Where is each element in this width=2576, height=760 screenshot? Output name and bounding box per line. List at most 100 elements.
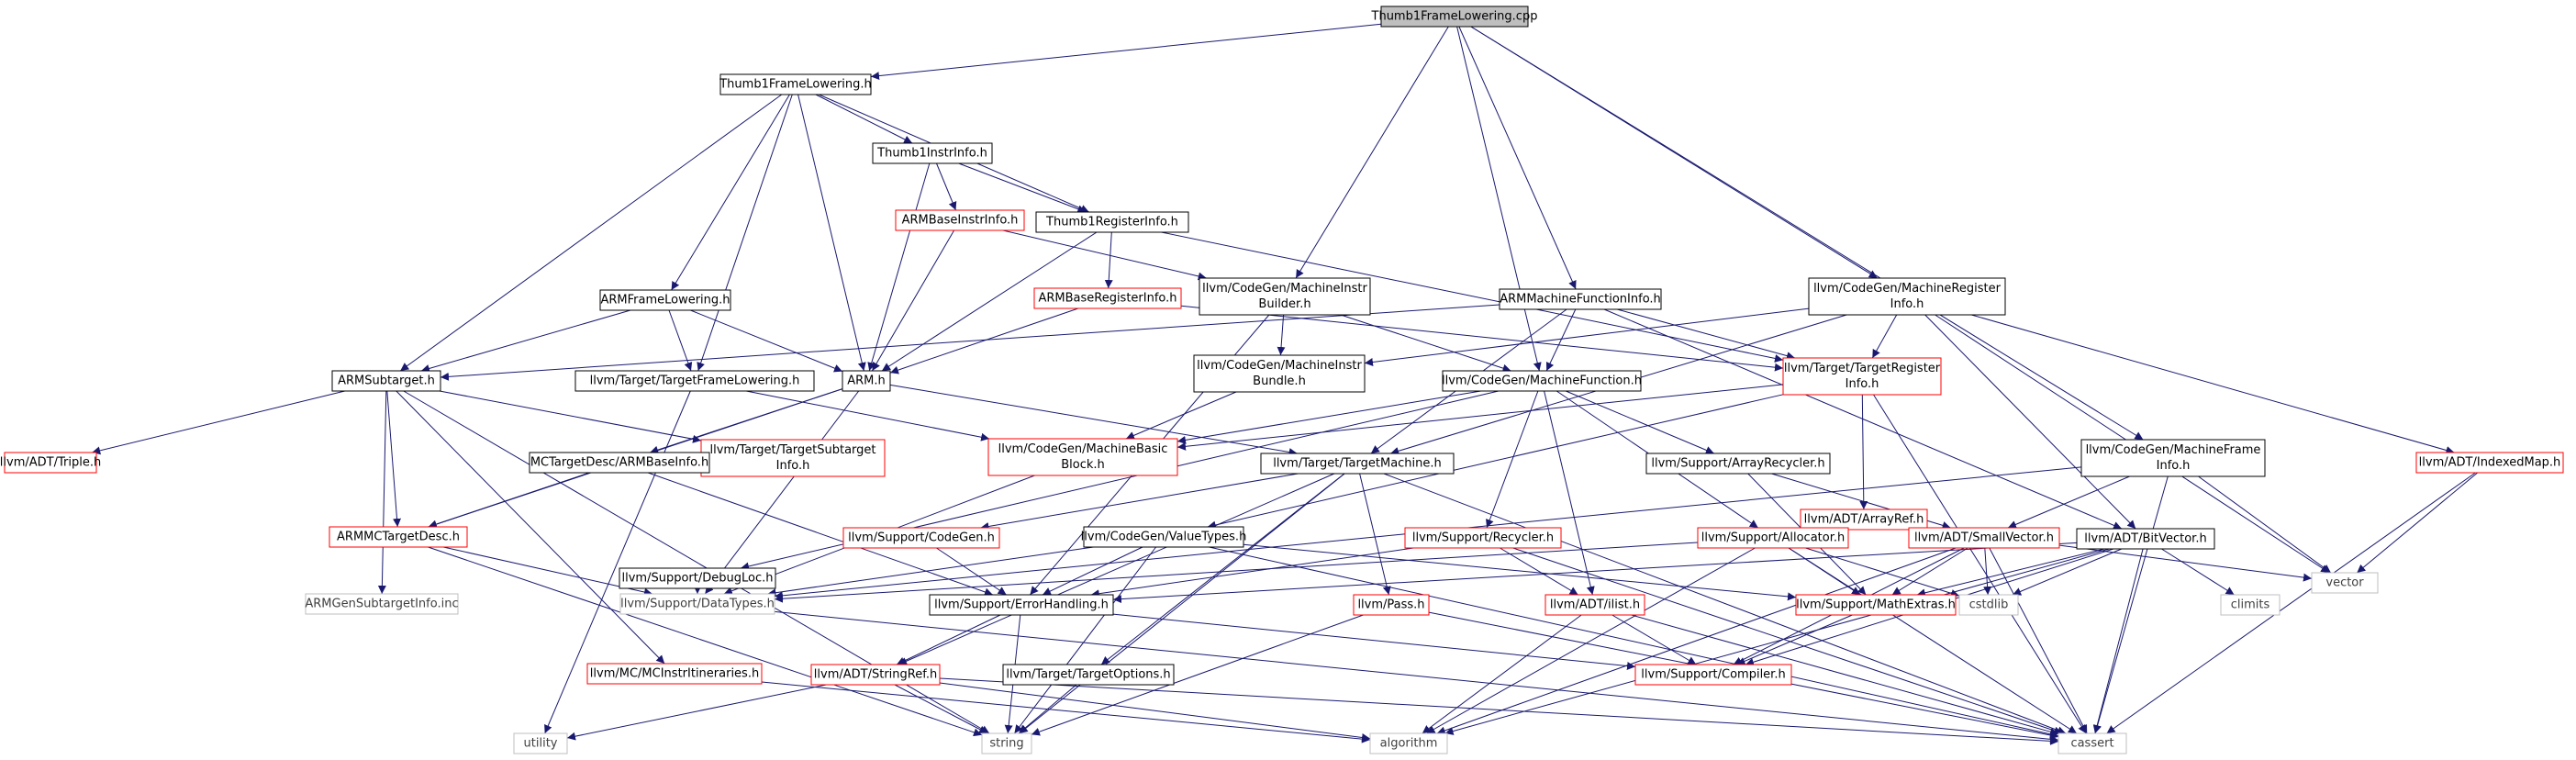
node-armmc[interactable]: ARMMCTargetDesc.h: [329, 526, 468, 548]
node-dtypes: llvm/Support/DataTypes.h: [619, 593, 775, 615]
edge-mri-to-imap: [1971, 314, 2455, 454]
edge-tfl-to-mbb: [746, 390, 990, 441]
node-label: Thumb1InstrInfo.h: [876, 147, 987, 161]
node-pass[interactable]: llvm/Pass.h: [1353, 594, 1430, 616]
node-mcii[interactable]: llvm/MC/MCInstrItineraries.h: [586, 663, 763, 685]
node-dloc[interactable]: llvm/Support/DebugLoc.h: [619, 567, 776, 589]
edge-tri-to-arrayref: [1859, 394, 1868, 510]
edge-bitvec-to-mathex: [1916, 548, 2105, 598]
edge-t1ii_h-to-arm_h: [867, 162, 931, 372]
node-arecyc[interactable]: llvm/Support/ArrayRecycler.h: [1645, 453, 1831, 475]
node-t1fl_h[interactable]: Thumb1FrameLowering.h: [719, 73, 872, 95]
node-box: [2076, 528, 2215, 550]
edge-ilist-to-algorithm: [1422, 614, 1582, 734]
node-cg[interactable]: llvm/Support/CodeGen.h: [842, 527, 1000, 549]
nodes-layer: Thumb1FrameLowering.cppThumb1FrameLoweri…: [0, 6, 2564, 754]
node-box: [2220, 594, 2280, 616]
node-tm[interactable]: llvm/Target/TargetMachine.h: [1260, 453, 1455, 475]
node-recyc[interactable]: llvm/Support/Recycler.h: [1404, 527, 1562, 549]
node-box: [329, 526, 468, 548]
node-label: ARMMCTargetDesc.h: [337, 531, 460, 544]
edge-vt-to-dtypes: [767, 546, 1094, 598]
node-vt[interactable]: llvm/CodeGen/ValueTypes.h: [1081, 526, 1247, 548]
node-armbri[interactable]: ARMBaseRegisterInfo.h: [1033, 287, 1182, 309]
node-stref[interactable]: llvm/ADT/StringRef.h: [810, 664, 941, 686]
edge-tri-to-cassert: [1873, 394, 2087, 734]
node-armst[interactable]: ARMSubtarget.h: [331, 370, 441, 392]
edge-pass-to-string: [1031, 614, 1364, 736]
node-label: algorithm: [1380, 737, 1438, 751]
node-box: [842, 527, 1000, 549]
node-label: llvm/Target/TargetFrameLowering.h: [590, 374, 800, 388]
edge-smallvec-to-cstdlib: [1983, 547, 1992, 596]
edge-armst-to-gensti: [377, 390, 387, 595]
node-armfl[interactable]: ARMFrameLowering.h: [599, 289, 731, 311]
node-alloc[interactable]: llvm/Support/Allocator.h: [1697, 527, 1849, 549]
node-label: ARM.h: [847, 374, 886, 388]
node-label: llvm/CodeGen/MachineInstr: [1202, 282, 1367, 296]
node-vector: vector: [2311, 572, 2379, 594]
edge-stref-to-cassert: [939, 677, 2059, 745]
node-compiler[interactable]: llvm/Support/Compiler.h: [1634, 664, 1792, 686]
node-arrayref[interactable]: llvm/ADT/ArrayRef.h: [1800, 509, 1928, 531]
node-label: llvm/Support/Allocator.h: [1701, 531, 1846, 545]
node-box: [2080, 439, 2266, 477]
edge-alloc-to-cstdlib: [1805, 547, 1960, 598]
node-box: [1193, 354, 1366, 393]
node-mathex[interactable]: llvm/Support/MathExtras.h: [1795, 594, 1957, 616]
node-topt[interactable]: llvm/Target/TargetOptions.h: [1002, 664, 1175, 686]
edges-layer: [92, 23, 2479, 745]
node-box: [1958, 594, 2019, 616]
node-tfl[interactable]: llvm/Target/TargetFrameLowering.h: [574, 370, 815, 392]
edge-root-to-t1fl_h: [870, 23, 1382, 81]
node-label: llvm/CodeGen/MachineFunction.h: [1442, 374, 1642, 388]
edge-root-to-mfi: [1470, 26, 2144, 441]
edge-cg-to-errh: [936, 547, 1007, 596]
node-label: llvm/ADT/StringRef.h: [814, 668, 937, 682]
node-label: llvm/Support/DataTypes.h: [620, 598, 775, 611]
edge-mfi-to-cassert: [2093, 475, 2169, 734]
node-label: ARMBaseInstrInfo.h: [902, 214, 1019, 228]
node-algorithm: algorithm: [1369, 732, 1448, 754]
node-ilist[interactable]: llvm/ADT/ilist.h: [1544, 594, 1645, 616]
node-box: [1083, 526, 1244, 548]
node-mcbase[interactable]: MCTargetDesc/ARMBaseInfo.h: [529, 452, 710, 474]
node-label: llvm/Support/DebugLoc.h: [622, 572, 774, 586]
node-armmfi[interactable]: ARMMachineFunctionInfo.h: [1499, 288, 1662, 310]
node-label: string: [989, 737, 1023, 751]
node-smallvec[interactable]: llvm/ADT/SmallVector.h: [1908, 527, 2060, 549]
node-triple[interactable]: llvm/ADT/Triple.h: [0, 452, 101, 474]
node-box: [529, 452, 710, 474]
node-mf[interactable]: llvm/CodeGen/MachineFunction.h: [1442, 370, 1642, 392]
node-label: llvm/ADT/BitVector.h: [2084, 532, 2206, 546]
node-box: [1353, 594, 1430, 616]
node-t1ii_h[interactable]: Thumb1InstrInfo.h: [872, 142, 993, 164]
node-errh[interactable]: llvm/Support/ErrorHandling.h: [929, 594, 1114, 616]
node-climits: climits: [2220, 594, 2280, 616]
node-arm_h[interactable]: ARM.h: [842, 370, 891, 392]
node-label: ARMBaseRegisterInfo.h: [1038, 292, 1176, 306]
node-imap[interactable]: llvm/ADT/IndexedMap.h: [2415, 452, 2564, 474]
edge-smallvec-to-mathex: [1891, 547, 1968, 596]
edge-armbii-to-arm_h: [871, 229, 955, 372]
node-label: llvm/Pass.h: [1357, 598, 1424, 612]
node-armbii[interactable]: ARMBaseInstrInfo.h: [895, 209, 1025, 231]
node-root[interactable]: Thumb1FrameLowering.cpp: [1371, 6, 1538, 28]
node-label: ARMGenSubtargetInfo.inc: [305, 598, 458, 611]
edge-t1ri_h-to-arm_h: [881, 231, 1098, 372]
edge-mib-to-mibundle: [1277, 314, 1286, 356]
edge-mathex-to-compiler: [1736, 614, 1853, 665]
edge-stref-to-string: [894, 684, 988, 734]
node-t1ri_h[interactable]: Thumb1RegisterInfo.h: [1035, 211, 1189, 233]
node-label: llvm/ADT/IndexedMap.h: [2419, 456, 2561, 470]
node-bitvec[interactable]: llvm/ADT/BitVector.h: [2076, 528, 2215, 550]
edge-bitvec-to-climits: [2161, 548, 2235, 596]
